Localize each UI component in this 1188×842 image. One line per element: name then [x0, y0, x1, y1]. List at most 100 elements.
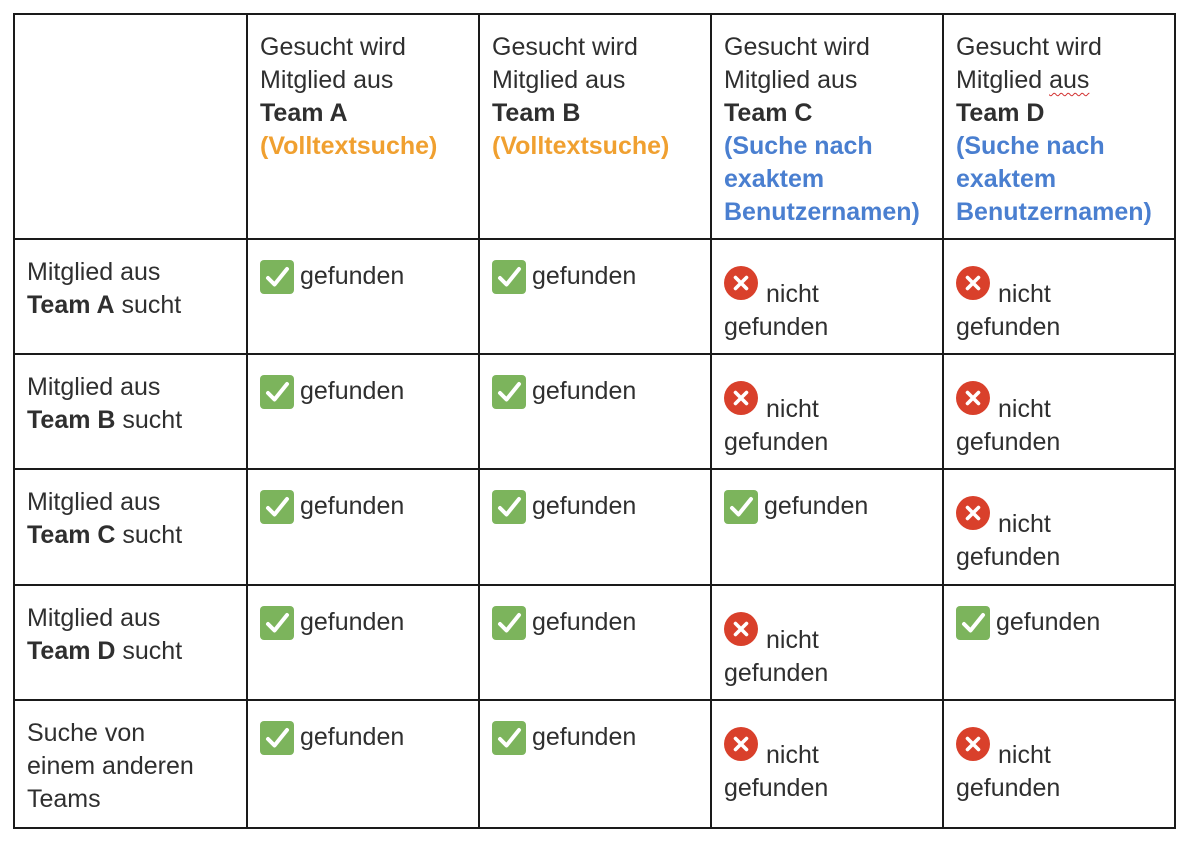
result-text-line2: gefunden [724, 774, 829, 802]
check-icon [260, 721, 294, 755]
header-line1: Gesucht wird [956, 33, 1102, 61]
result-not-found: nicht gefunden [724, 606, 930, 690]
result-found: gefunden [724, 490, 930, 524]
header-line2: Mitglied aus [956, 64, 1162, 97]
result-not-found: nicht gefunden [724, 260, 930, 344]
check-icon [492, 260, 526, 294]
result-found: gefunden [956, 606, 1162, 640]
result-text: gefunden [764, 492, 869, 520]
row-label-line3: Teams [27, 785, 101, 813]
header-mode: (Suche nach exaktem Benutzernamen) [724, 132, 920, 226]
result-text: gefunden [532, 723, 637, 751]
result-text-line2: gefunden [724, 659, 829, 687]
header-team: Team A [260, 99, 348, 127]
result-text-line1: nicht [766, 626, 819, 654]
header-cell-team-b: Gesucht wird Mitglied aus Team B (Vollte… [478, 13, 712, 240]
header-corner-cell [13, 13, 248, 240]
result-found: gefunden [260, 490, 466, 524]
header-line2a: Mitglied [956, 66, 1050, 94]
check-icon [724, 490, 758, 524]
result-not-found: nicht gefunden [956, 375, 1162, 459]
header-mode: (Suche nach exaktem Benutzernamen) [956, 132, 1152, 226]
x-icon [724, 381, 758, 415]
result-cell: nicht gefunden [710, 238, 944, 355]
result-cell: gefunden [246, 238, 480, 355]
x-icon [956, 381, 990, 415]
result-text-line2: gefunden [724, 428, 829, 456]
result-text-line1: nicht [998, 395, 1051, 423]
result-text: gefunden [300, 262, 405, 290]
result-cell: nicht gefunden [942, 238, 1176, 355]
result-not-found: nicht gefunden [956, 490, 1162, 574]
row-label-line1: Mitglied aus [27, 373, 161, 401]
result-found: gefunden [260, 606, 466, 640]
result-text: gefunden [532, 492, 637, 520]
row-label-line2: Team C sucht [27, 519, 234, 552]
result-found: gefunden [492, 375, 698, 409]
result-text-line1: nicht [998, 510, 1051, 538]
result-text-line2: gefunden [956, 313, 1061, 341]
result-cell: gefunden [246, 468, 480, 586]
result-text-line1: nicht [998, 280, 1051, 308]
row-label-suffix: sucht [115, 637, 183, 665]
result-cell: gefunden [246, 584, 480, 701]
result-found: gefunden [260, 260, 466, 294]
check-icon [260, 490, 294, 524]
x-icon [956, 727, 990, 761]
result-found: gefunden [492, 721, 698, 755]
result-text-line2: gefunden [956, 774, 1061, 802]
result-cell: nicht gefunden [942, 353, 1176, 470]
result-text-line2: gefunden [956, 428, 1061, 456]
result-not-found: nicht gefunden [956, 260, 1162, 344]
result-text-line1: nicht [766, 395, 819, 423]
result-text: gefunden [532, 608, 637, 636]
header-line2a: Mitglied [260, 66, 354, 94]
result-cell: nicht gefunden [942, 468, 1176, 586]
row-label-line2: Team B sucht [27, 404, 234, 437]
header-line1: Gesucht wird [724, 33, 870, 61]
header-line2: Mitglied aus [724, 64, 930, 97]
header-line2b: aus [353, 66, 394, 94]
header-line2b-spellcheck: aus [1049, 66, 1090, 94]
result-cell: gefunden [710, 468, 944, 586]
header-team: Team C [724, 99, 813, 127]
header-team: Team B [492, 99, 581, 127]
header-line2: Mitglied aus [492, 64, 698, 97]
x-icon [956, 496, 990, 530]
result-cell: nicht gefunden [710, 353, 944, 470]
result-text-line1: nicht [766, 280, 819, 308]
row-label-line2: Team D sucht [27, 635, 234, 668]
result-text-line2: gefunden [956, 543, 1061, 571]
header-cell-team-c: Gesucht wird Mitglied aus Team C (Suche … [710, 13, 944, 240]
result-cell: gefunden [478, 238, 712, 355]
header-team: Team D [956, 99, 1045, 127]
result-text-line1: nicht [766, 741, 819, 769]
result-cell: gefunden [478, 468, 712, 586]
result-not-found: nicht gefunden [724, 375, 930, 459]
check-icon [492, 375, 526, 409]
row-label-team: Team A [27, 291, 115, 319]
check-icon [492, 721, 526, 755]
row-label-line1: Mitglied aus [27, 258, 161, 286]
result-text: gefunden [300, 492, 405, 520]
result-found: gefunden [492, 490, 698, 524]
x-icon [956, 266, 990, 300]
result-text: gefunden [300, 377, 405, 405]
result-text: gefunden [532, 377, 637, 405]
result-cell: nicht gefunden [710, 584, 944, 701]
result-found: gefunden [260, 721, 466, 755]
result-cell: gefunden [942, 584, 1176, 701]
result-cell: gefunden [246, 353, 480, 470]
header-row: Gesucht wird Mitglied aus Team A (Vollte… [13, 13, 1176, 240]
check-icon [956, 606, 990, 640]
result-text-line2: gefunden [724, 313, 829, 341]
row-label-line1: Mitglied aus [27, 604, 161, 632]
